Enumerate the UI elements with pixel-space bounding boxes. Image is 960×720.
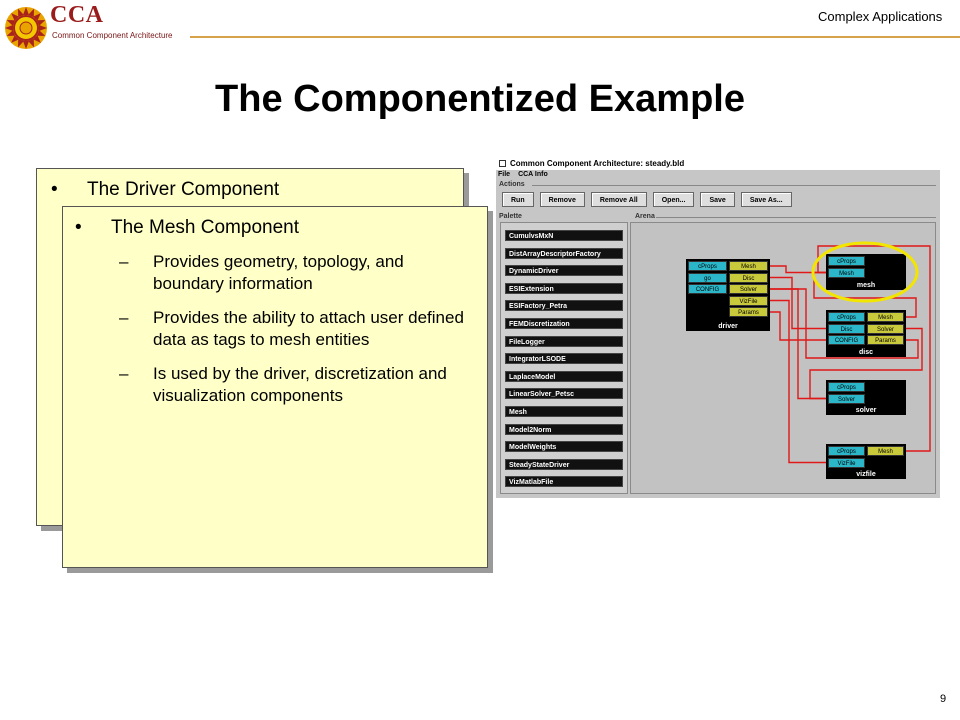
component-label: solver xyxy=(855,407,877,414)
palette-label: Palette xyxy=(499,213,522,220)
provides-port[interactable]: CONFIG xyxy=(688,284,727,294)
uses-port[interactable]: Solver xyxy=(867,323,904,334)
provides-port[interactable]: Solver xyxy=(828,393,865,404)
window-menu-icon[interactable] xyxy=(499,160,506,167)
uses-port[interactable]: Params xyxy=(867,335,904,345)
palette-item[interactable]: IntegratorLSODE xyxy=(505,353,623,365)
provides-port[interactable]: Disc xyxy=(828,323,865,334)
palette-item[interactable]: DynamicDriver xyxy=(505,265,623,277)
uses-port[interactable]: VizFile xyxy=(729,295,768,306)
component-label: mesh xyxy=(856,282,876,289)
provides-port[interactable]: cProps xyxy=(828,446,865,456)
uses-port[interactable]: Solver xyxy=(729,284,768,294)
provides-port[interactable]: VizFile xyxy=(828,457,865,468)
toolbar-button[interactable]: Open... xyxy=(652,192,695,207)
palette-item[interactable]: VizMatlabFile xyxy=(505,476,623,488)
palette-item[interactable]: FileLogger xyxy=(505,335,623,347)
mesh-bullet: Provides the ability to attach user defi… xyxy=(119,307,475,351)
mesh-bullet: Is used by the driver, discretization an… xyxy=(119,363,475,407)
provides-port[interactable]: cProps xyxy=(828,382,865,392)
palette-item[interactable]: ESIExtension xyxy=(505,282,623,294)
provides-port[interactable]: Mesh xyxy=(828,267,865,278)
uses-port[interactable]: Mesh xyxy=(867,446,904,456)
uses-port[interactable]: Mesh xyxy=(729,261,768,271)
provides-port[interactable]: cProps xyxy=(828,256,865,266)
mesh-bullet: Provides geometry, topology, and boundar… xyxy=(119,251,475,295)
palette-item[interactable]: ESIFactory_Petra xyxy=(505,300,623,312)
app-window-title: Common Component Architecture: steady.bl… xyxy=(510,159,685,168)
arena-label: Arena xyxy=(635,213,655,220)
driver-heading: The Driver Component xyxy=(51,179,279,201)
app-titlebar: Common Component Architecture: steady.bl… xyxy=(496,158,940,170)
cca-gui-screenshot: Common Component Architecture: steady.bl… xyxy=(496,158,940,498)
page-number: 9 xyxy=(940,693,947,705)
actions-divider xyxy=(532,185,936,186)
cca-logo-icon xyxy=(5,7,47,49)
palette-item[interactable]: FEMDiscretization xyxy=(505,318,623,329)
component-label: driver xyxy=(718,323,738,330)
palette-item[interactable]: SteadyStateDriver xyxy=(505,458,623,470)
arena-divider xyxy=(656,217,936,218)
palette-item[interactable]: Model2Norm xyxy=(505,423,623,435)
palette-item[interactable]: DistArrayDescriptorFactory xyxy=(505,247,623,259)
menu-item[interactable]: CCA Info xyxy=(518,171,548,178)
provides-port[interactable]: cProps xyxy=(828,312,865,322)
toolbar-button[interactable]: Save As... xyxy=(740,192,792,207)
logo-text: CCA xyxy=(50,2,104,28)
uses-port[interactable]: Params xyxy=(729,307,768,317)
provides-port[interactable]: go xyxy=(688,272,727,283)
palette-item[interactable]: Mesh xyxy=(505,406,623,417)
header-divider xyxy=(190,36,960,38)
toolbar-button[interactable]: Remove xyxy=(539,192,585,207)
provides-port[interactable]: CONFIG xyxy=(828,335,865,345)
slide-title: The Componentized Example xyxy=(215,78,745,120)
mesh-component-box: The Mesh Component Provides geometry, to… xyxy=(62,206,488,568)
actions-toolbar: Run Remove Remove All Open... Save Save As... xyxy=(502,192,792,207)
toolbar-button[interactable]: Run xyxy=(502,192,534,207)
logo-subtitle: Common Component Architecture xyxy=(52,31,173,40)
mesh-heading: The Mesh Component xyxy=(75,217,299,239)
component-label: disc xyxy=(858,349,873,356)
palette-item[interactable]: LinearSolver_Petsc xyxy=(505,388,623,400)
uses-port[interactable]: Disc xyxy=(729,272,768,283)
menu-item[interactable]: File xyxy=(498,171,511,178)
toolbar-button[interactable]: Remove All xyxy=(590,192,647,207)
mesh-bullet-list: Provides geometry, topology, and boundar… xyxy=(119,251,475,419)
actions-label: Actions xyxy=(499,181,525,188)
palette-item[interactable]: LaplaceModel xyxy=(505,370,623,382)
palette-item[interactable]: CumulvsMxN xyxy=(505,230,623,241)
uses-port[interactable]: Mesh xyxy=(867,312,904,322)
section-title: Complex Applications xyxy=(818,9,943,24)
app-menubar: File CCA Info xyxy=(498,171,548,180)
component-label: vizfile xyxy=(856,471,876,478)
provides-port[interactable]: cProps xyxy=(688,261,727,271)
palette-item[interactable]: ModelWeights xyxy=(505,441,623,453)
toolbar-button[interactable]: Save xyxy=(700,192,735,207)
